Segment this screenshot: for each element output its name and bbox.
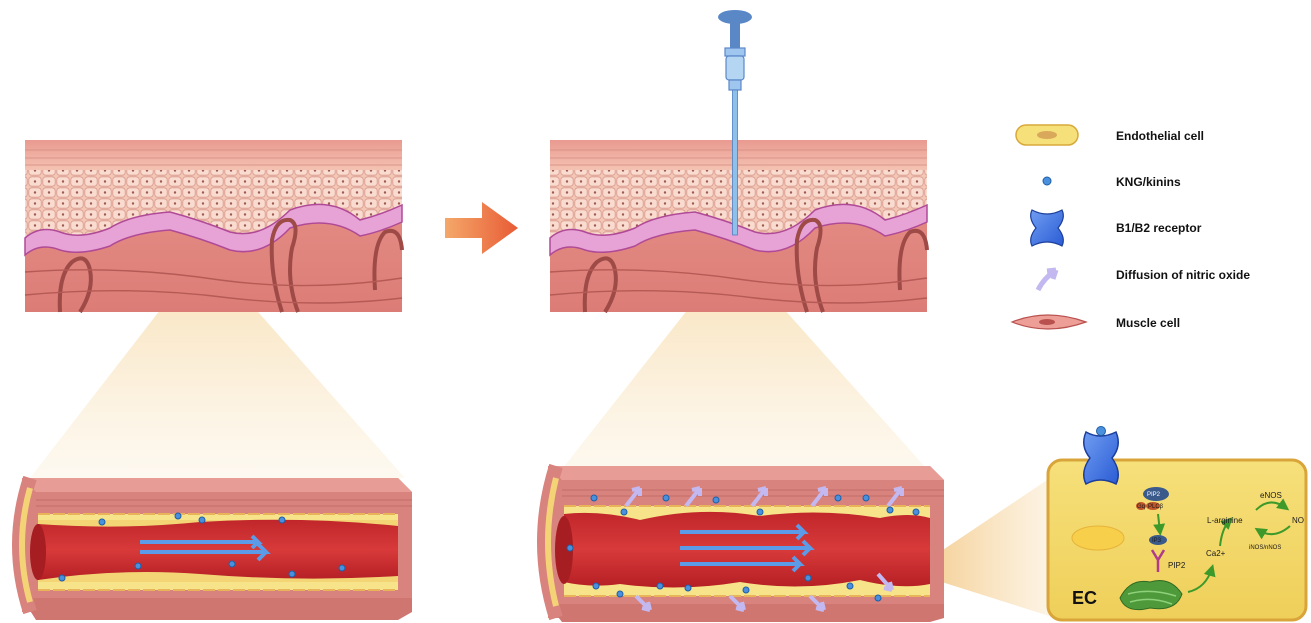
ip3-label: IP3 (1152, 538, 1162, 544)
enos-label: eNOS (1260, 491, 1282, 500)
legend-item-receptor: B1/B2 receptor (1031, 210, 1202, 246)
legend-label-muscle: Muscle cell (1116, 316, 1180, 330)
no-arrow-icon (1038, 270, 1056, 290)
inos-label: iNOS/nNOS (1249, 545, 1281, 551)
legend-label-receptor: B1/B2 receptor (1116, 221, 1202, 235)
kinin-dot-icon (1043, 177, 1051, 185)
legend-item-endothelial: Endothelial cell (1016, 125, 1204, 145)
receptor-icon (1084, 432, 1119, 484)
process-arrow (445, 202, 518, 254)
legend-label-kinins: KNG/kinins (1116, 175, 1181, 189)
ec-label: EC (1072, 588, 1097, 608)
legend: Endothelial cell KNG/kinins B1/B2 recept… (1012, 125, 1250, 330)
pip2-label-top: PIP2 (1147, 492, 1161, 498)
blood-vessel-before (19, 478, 412, 620)
gq-label: Gq (1137, 504, 1145, 510)
kinin-dot-icon (1097, 427, 1106, 436)
legend-item-no: Diffusion of nitric oxide (1038, 268, 1250, 290)
ca-label: Ca2+ (1206, 549, 1226, 558)
blood-flow-arrows-after (680, 525, 810, 571)
no-label: NO (1292, 516, 1304, 525)
legend-label-endothelial: Endothelial cell (1116, 129, 1204, 143)
pip2-label-bottom: PIP2 (1168, 561, 1186, 570)
receptor-icon (1031, 210, 1064, 246)
blood-vessel-after (544, 466, 944, 622)
skin-section-after (550, 140, 927, 312)
l-arginine-label: L-arginine (1207, 516, 1243, 525)
plcb-label: PLCβ (1148, 504, 1164, 510)
legend-item-kinins: KNG/kinins (1043, 175, 1181, 189)
endothelial-cell-inset: PIP2 Gq PLCβ IP3 PIP2 Ca2+ L-arginine eN… (1048, 427, 1306, 621)
legend-label-no: Diffusion of nitric oxide (1116, 268, 1250, 282)
skin-section-before (25, 140, 402, 312)
legend-item-muscle: Muscle cell (1012, 315, 1180, 330)
